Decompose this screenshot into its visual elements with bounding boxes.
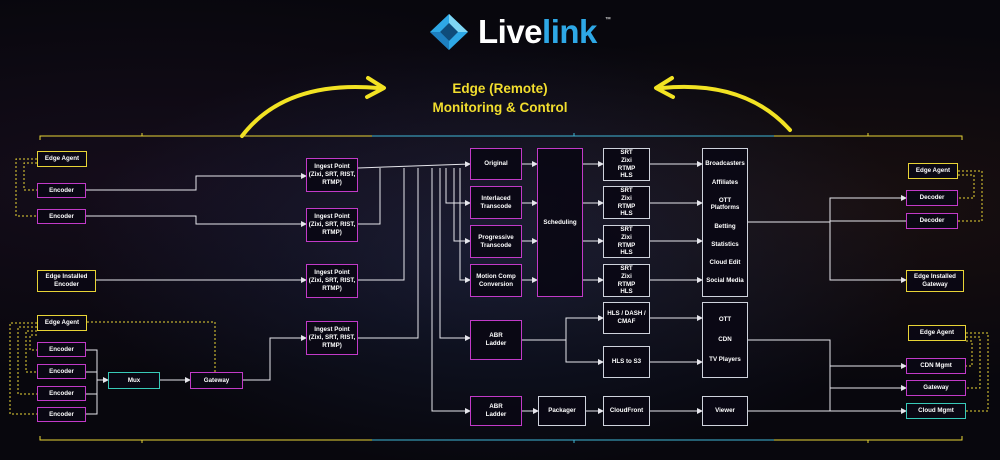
- packager-node[interactable]: Packager: [538, 396, 586, 426]
- hls-dash-cmaf-node[interactable]: HLS / DASH / CMAF: [603, 302, 650, 334]
- protocols-2[interactable]: SRT Zixi RTMP HLS: [603, 186, 650, 219]
- ingest-point-1[interactable]: Ingest Point (Zixi, SRT, RIST, RTMP): [306, 158, 358, 192]
- progressive-transcode-node[interactable]: Progressive Transcode: [470, 225, 522, 258]
- ingest-point-3[interactable]: Ingest Point (Zixi, SRT, RIST, RTMP): [306, 264, 358, 298]
- ingest-point-2[interactable]: Ingest Point (Zixi, SRT, RIST, RTMP): [306, 208, 358, 242]
- ott-label: OTT: [718, 316, 732, 324]
- destination-affiliates: Affiliates: [711, 178, 739, 186]
- destinations-panel[interactable]: Broadcasters Affiliates OTT Platforms Be…: [702, 148, 748, 297]
- viewer-node[interactable]: Viewer: [702, 396, 748, 426]
- protocols-1[interactable]: SRT Zixi RTMP HLS: [603, 148, 650, 181]
- edge-agent-right-bottom[interactable]: Edge Agent: [908, 325, 966, 341]
- destination-ott-platforms: OTT Platforms: [710, 196, 740, 212]
- top-bracket: [39, 133, 963, 140]
- decoder-1[interactable]: Decoder: [906, 190, 958, 206]
- monitoring-arrow-left: [240, 85, 380, 138]
- destination-broadcasters: Broadcasters: [705, 160, 745, 168]
- cdn-mgmt-node[interactable]: CDN Mgmt: [906, 358, 966, 374]
- livelink-logo: Livelink ™: [428, 12, 611, 52]
- ingest-point-4[interactable]: Ingest Point (Zixi, SRT, RIST, RTMP): [306, 321, 358, 355]
- destination-social-media: Social Media: [706, 276, 744, 284]
- trademark-mark: ™: [604, 17, 611, 23]
- abr-ladder-1[interactable]: ABR Ladder: [470, 320, 522, 360]
- monitoring-arrow-right: [660, 84, 792, 132]
- edge-installed-encoder[interactable]: Edge Installed Encoder: [37, 270, 96, 292]
- edge-agent-left-top[interactable]: Edge Agent: [37, 151, 87, 167]
- encoder-4[interactable]: Encoder: [37, 364, 86, 379]
- tv-players-label: TV Players: [709, 356, 741, 364]
- encoder-1[interactable]: Encoder: [37, 183, 86, 198]
- destination-statistics: Statistics: [711, 240, 739, 248]
- motion-comp-conversion-node[interactable]: Motion Comp Conversion: [470, 264, 522, 297]
- scheduling-node[interactable]: Scheduling: [537, 148, 583, 297]
- cloud-mgmt-node[interactable]: Cloud Mgmt: [906, 403, 966, 419]
- ott-panel[interactable]: OTT CDN TV Players: [702, 302, 748, 378]
- edge-installed-gateway[interactable]: Edge Installed Gateway: [906, 270, 964, 292]
- livelink-diamond-icon: [430, 14, 468, 50]
- bottom-bracket: [39, 436, 963, 443]
- title-line-1: Edge (Remote): [452, 81, 548, 96]
- edge-agent-right-top[interactable]: Edge Agent: [908, 163, 958, 179]
- hls-to-s3-node[interactable]: HLS to S3: [603, 346, 650, 378]
- encoder-2[interactable]: Encoder: [37, 209, 86, 224]
- brand-wordmark: Livelink: [478, 13, 597, 50]
- abr-ladder-2[interactable]: ABR Ladder: [470, 396, 522, 426]
- title-line-2: Monitoring & Control: [432, 100, 568, 115]
- page-title: Edge (Remote) Monitoring & Control: [0, 79, 1000, 117]
- gateway-right[interactable]: Gateway: [906, 380, 966, 396]
- encoder-3[interactable]: Encoder: [37, 342, 86, 357]
- original-node[interactable]: Original: [470, 148, 522, 180]
- destination-cloud-edit: Cloud Edit: [709, 258, 741, 266]
- encoder-5[interactable]: Encoder: [37, 386, 86, 401]
- cloudfront-node[interactable]: CloudFront: [603, 396, 650, 426]
- gateway-left[interactable]: Gateway: [190, 372, 243, 389]
- protocols-3[interactable]: SRT Zixi RTMP HLS: [603, 225, 650, 258]
- mux-node[interactable]: Mux: [108, 372, 160, 389]
- edge-agent-left-bottom[interactable]: Edge Agent: [37, 315, 87, 331]
- decoder-2[interactable]: Decoder: [906, 213, 958, 229]
- interlaced-transcode-node[interactable]: Interlaced Transcode: [470, 186, 522, 219]
- protocols-4[interactable]: SRT Zixi RTMP HLS: [603, 264, 650, 297]
- encoder-6[interactable]: Encoder: [37, 407, 86, 422]
- destination-betting: Betting: [714, 222, 736, 230]
- cdn-label: CDN: [718, 336, 732, 344]
